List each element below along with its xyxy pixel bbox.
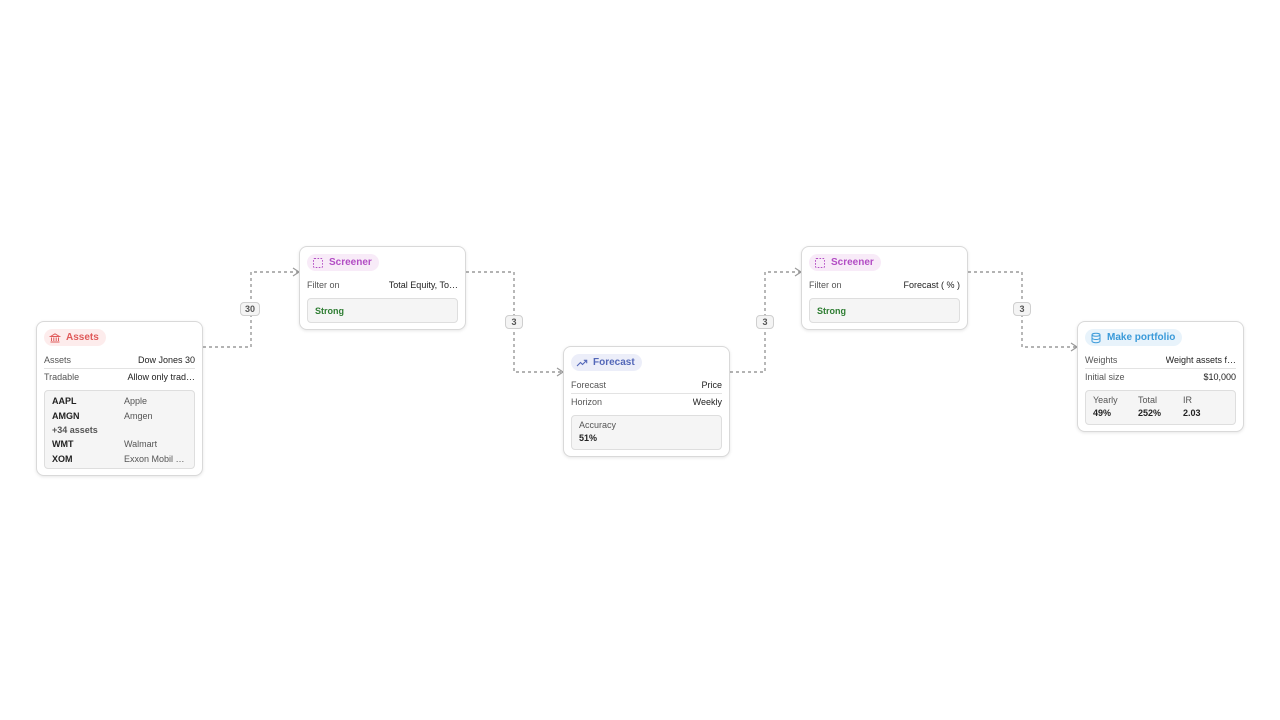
- ticker: XOM: [52, 453, 73, 464]
- metric-label: Total: [1138, 395, 1158, 405]
- row-key: Forecast: [571, 379, 607, 390]
- list-item: AMGN Amgen: [52, 409, 187, 424]
- row-key: Assets: [44, 354, 72, 365]
- edge-count-badge: 3: [505, 315, 523, 329]
- metric-ir: IR 2.03: [1183, 395, 1228, 421]
- edge-count-badge: 3: [756, 315, 774, 329]
- strength-badge: Strong: [307, 298, 458, 323]
- metric-label: Yearly: [1093, 395, 1118, 405]
- row-value: Weight assets f…: [1165, 354, 1236, 365]
- list-item: AAPL Apple: [52, 394, 187, 409]
- forecast-node[interactable]: Forecast Forecast Price Horizon Weekly A…: [563, 346, 730, 457]
- metric-value: 2.03: [1183, 408, 1201, 418]
- list-item: XOM Exxon Mobil …: [52, 452, 187, 467]
- strength-badge: Strong: [809, 298, 960, 323]
- metric-value: 49%: [1093, 408, 1112, 418]
- database-icon: [1090, 332, 1102, 344]
- assets-row-universe: Assets Dow Jones 30: [44, 351, 195, 368]
- metric-total: Total 252%: [1138, 395, 1183, 421]
- bank-icon: [49, 332, 61, 344]
- portfolio-metrics: Yearly 49% Total 252% IR 2.03: [1085, 390, 1236, 425]
- screener-node-header: Screener: [307, 254, 379, 271]
- dashed-square-icon: [312, 257, 324, 269]
- accuracy-box: Accuracy 51%: [571, 415, 722, 450]
- assets-row-tradable: Tradable Allow only trad…: [44, 368, 195, 385]
- metric-label: Accuracy: [579, 420, 617, 430]
- row-value: Weekly: [692, 397, 722, 407]
- row-value: Allow only trad…: [127, 372, 195, 382]
- assets-node-header: Assets: [44, 329, 106, 346]
- metric-yearly: Yearly 49%: [1093, 395, 1138, 421]
- more-assets-count: +34 assets: [52, 425, 98, 435]
- make-portfolio-node[interactable]: Make portfolio Weights Weight assets f… …: [1077, 321, 1244, 432]
- row-value: Total Equity, To…: [388, 279, 458, 290]
- metric-value: 51%: [579, 433, 598, 443]
- portfolio-node-header: Make portfolio: [1085, 329, 1183, 346]
- screener-node-title: Screener: [329, 257, 372, 268]
- row-value: Price: [701, 379, 722, 390]
- screener-node-title: Screener: [831, 257, 874, 268]
- edge-count-badge: 3: [1013, 302, 1031, 316]
- metric-label: IR: [1183, 395, 1192, 405]
- row-key: Tradable: [44, 372, 80, 382]
- company-name: Apple: [124, 396, 148, 407]
- forecast-row-horizon: Horizon Weekly: [571, 393, 722, 410]
- screener-row-filter: Filter on Forecast ( % ): [809, 276, 960, 293]
- assets-list: AAPL Apple AMGN Amgen +34 assets WMT Wal…: [44, 390, 195, 469]
- portfolio-node-title: Make portfolio: [1107, 332, 1176, 343]
- ticker: AMGN: [52, 410, 80, 421]
- row-value: $10,000: [1203, 372, 1236, 382]
- list-item: WMT Walmart: [52, 437, 187, 452]
- row-key: Filter on: [307, 279, 340, 290]
- forecast-node-title: Forecast: [593, 357, 635, 368]
- row-key: Filter on: [809, 279, 842, 290]
- forecast-node-header: Forecast: [571, 354, 642, 371]
- assets-node-title: Assets: [66, 332, 99, 343]
- row-value: Dow Jones 30: [137, 354, 195, 365]
- screener-node-1[interactable]: Screener Filter on Total Equity, To… Str…: [299, 246, 466, 330]
- portfolio-row-initial-size: Initial size $10,000: [1085, 368, 1236, 385]
- row-value: Forecast ( % ): [903, 279, 960, 290]
- screener-row-filter: Filter on Total Equity, To…: [307, 276, 458, 293]
- trending-up-icon: [576, 357, 588, 369]
- forecast-row-target: Forecast Price: [571, 376, 722, 393]
- company-name: Amgen: [124, 410, 153, 421]
- company-name: Walmart: [124, 439, 158, 450]
- row-key: Weights: [1085, 354, 1118, 365]
- row-key: Horizon: [571, 397, 603, 407]
- row-key: Initial size: [1085, 372, 1125, 382]
- metric-value: 252%: [1138, 408, 1162, 418]
- company-name: Exxon Mobil …: [124, 453, 185, 464]
- edge-count-badge: 30: [240, 302, 261, 316]
- dashed-square-icon: [814, 257, 826, 269]
- assets-node[interactable]: Assets Assets Dow Jones 30 Tradable Allo…: [36, 321, 203, 476]
- screener-node-2[interactable]: Screener Filter on Forecast ( % ) Strong: [801, 246, 968, 330]
- ticker: AAPL: [52, 396, 77, 407]
- portfolio-row-weights: Weights Weight assets f…: [1085, 351, 1236, 368]
- ticker: WMT: [52, 439, 74, 450]
- screener-node-header: Screener: [809, 254, 881, 271]
